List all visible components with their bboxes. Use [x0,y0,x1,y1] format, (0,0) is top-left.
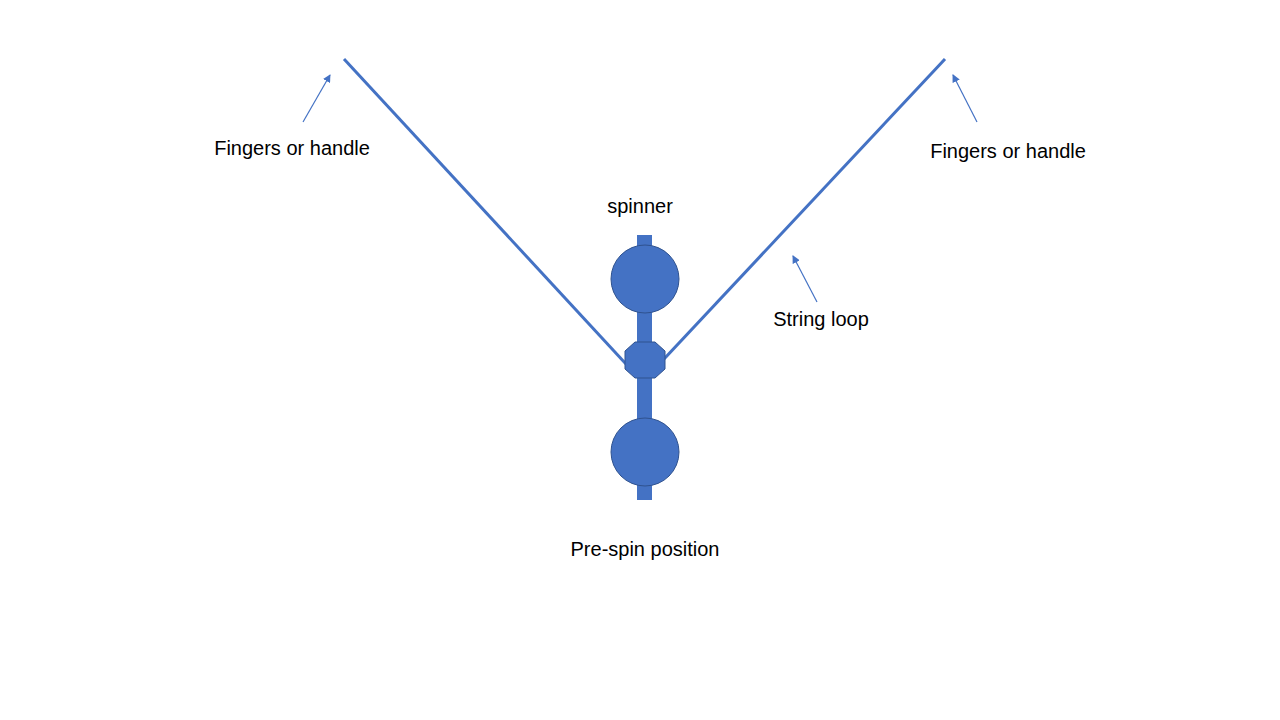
leader-arrow [953,75,977,122]
leader-arrow [303,75,330,122]
part-label: Pre-spin position [571,537,720,561]
spinner-hub [625,342,665,378]
string-right [664,59,945,359]
spinner-weight [611,245,679,313]
part-label: String loop [773,307,869,331]
leader-arrow [793,256,817,302]
string-left [344,59,626,364]
part-label: Fingers or handle [214,136,370,160]
part-label: spinner [607,194,673,218]
part-label: Fingers or handle [930,139,1086,163]
spinner-weight [611,418,679,486]
